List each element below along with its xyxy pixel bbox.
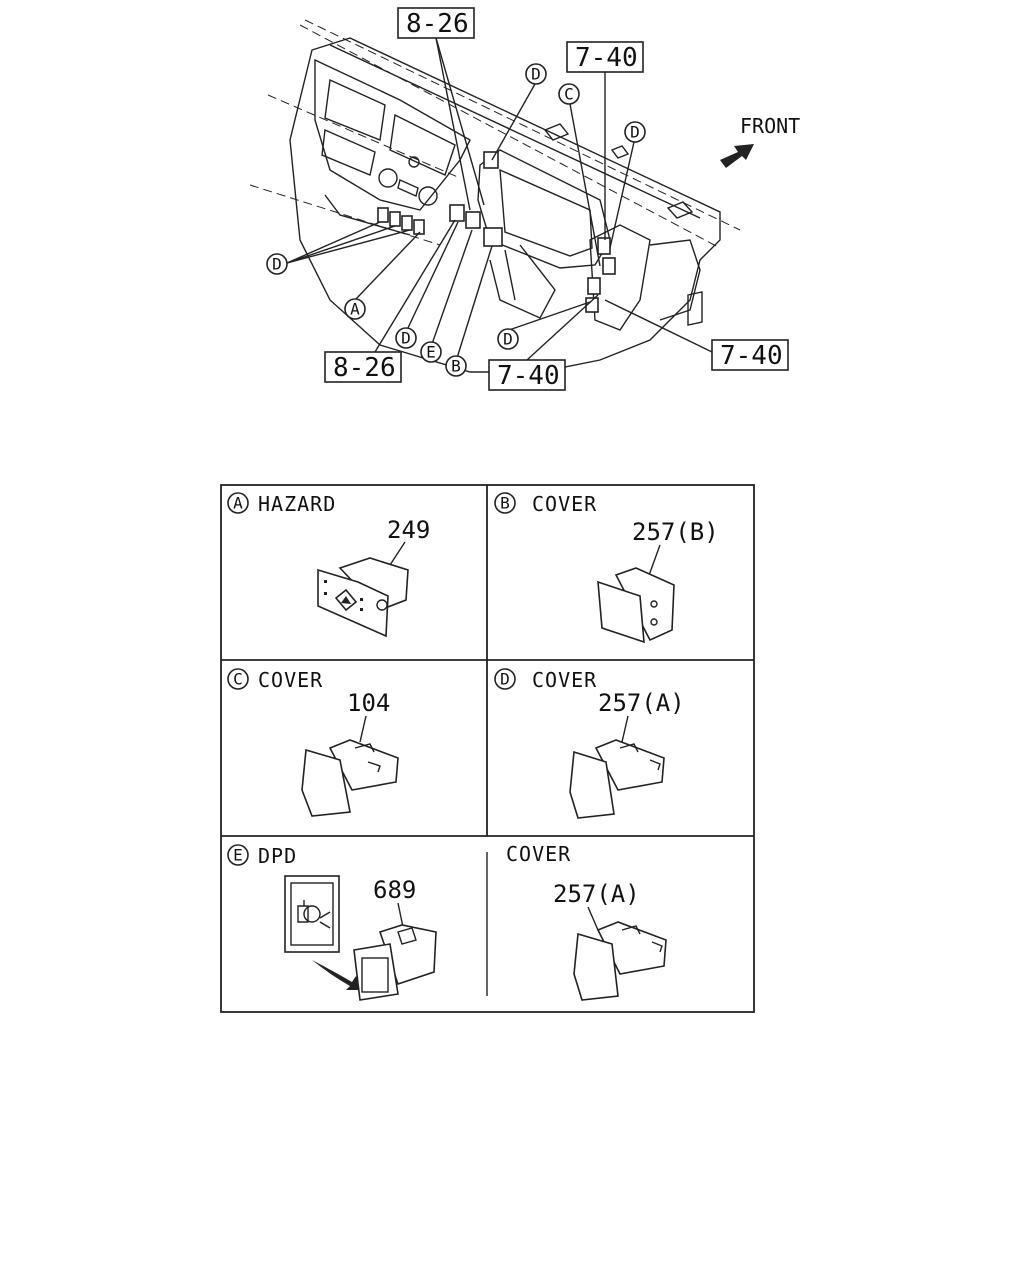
cell-d-cover: D COVER 257(A) [494,668,685,819]
cell-letter: E [233,846,243,865]
cell-name: COVER [506,842,571,866]
callout-d-top: D [525,63,547,85]
part-number: 257(A) [598,689,685,717]
svg-text:A: A [350,300,360,319]
callout-d-lower: D [395,327,417,349]
part-number: 257(B) [632,518,719,546]
cell-letter: C [233,670,243,689]
svg-text:7-40: 7-40 [720,341,783,371]
cell-f-cover: COVER 257(A) [506,842,667,1001]
cell-b-cover: B COVER 257(B) [494,492,719,644]
front-arrow-icon [720,144,754,168]
parts-table [220,484,755,1013]
cover-b-icon [597,567,675,644]
reference-box-7-40-bottom: 7-40 [488,359,566,391]
hazard-switch-icon [317,557,409,638]
svg-text:7-40: 7-40 [497,361,560,391]
part-number: 249 [387,516,430,544]
cell-name: DPD [258,844,297,868]
cell-letter: B [500,494,510,513]
callout-d-left: D [266,253,288,275]
part-number: 104 [347,689,390,717]
part-number: 257(A) [553,880,640,908]
reference-box-7-40-right: 7-40 [711,339,789,371]
svg-text:8-26: 8-26 [406,9,469,39]
svg-text:E: E [426,343,436,362]
svg-text:D: D [503,330,513,349]
cell-c-cover: C COVER 104 [227,668,399,817]
callout-d-right: D [624,121,646,143]
dpd-symbol-icon [284,875,340,953]
callout-b: B [445,355,467,377]
cell-name: HAZARD [258,492,336,516]
cell-name: COVER [532,668,597,692]
svg-text:D: D [630,123,640,142]
callout-d-bottom: D [497,328,519,350]
cover-f-icon [573,921,667,1001]
dashboard-illustration [249,19,741,373]
svg-text:8-26: 8-26 [333,353,396,383]
cover-d-icon [569,739,665,819]
svg-text:D: D [401,329,411,348]
cell-a-hazard: A HAZARD 249 [227,492,430,638]
part-number: 689 [373,876,416,904]
dpd-switch-icon [353,924,437,1001]
cell-name: COVER [258,668,323,692]
cell-letter: D [500,670,510,689]
cell-name: COVER [532,492,597,516]
svg-text:7-40: 7-40 [575,43,638,73]
leader-lines [286,37,713,361]
front-arrow: FRONT [720,114,800,168]
reference-box-8-26-top: 8-26 [397,7,475,39]
reference-box-8-26-bottom: 8-26 [324,351,402,383]
callout-e: E [420,341,442,363]
arrow-icon [312,960,362,990]
callout-a: A [344,298,366,320]
front-label: FRONT [740,114,800,138]
reference-box-7-40-top: 7-40 [566,41,644,73]
cell-e-dpd: E DPD 689 [227,844,437,1001]
svg-text:D: D [531,65,541,84]
cell-letter: A [233,494,243,513]
callout-c-top: C [558,83,580,105]
svg-text:B: B [451,357,461,376]
cover-c-icon [301,739,399,817]
svg-text:D: D [272,255,282,274]
svg-text:C: C [564,85,574,104]
